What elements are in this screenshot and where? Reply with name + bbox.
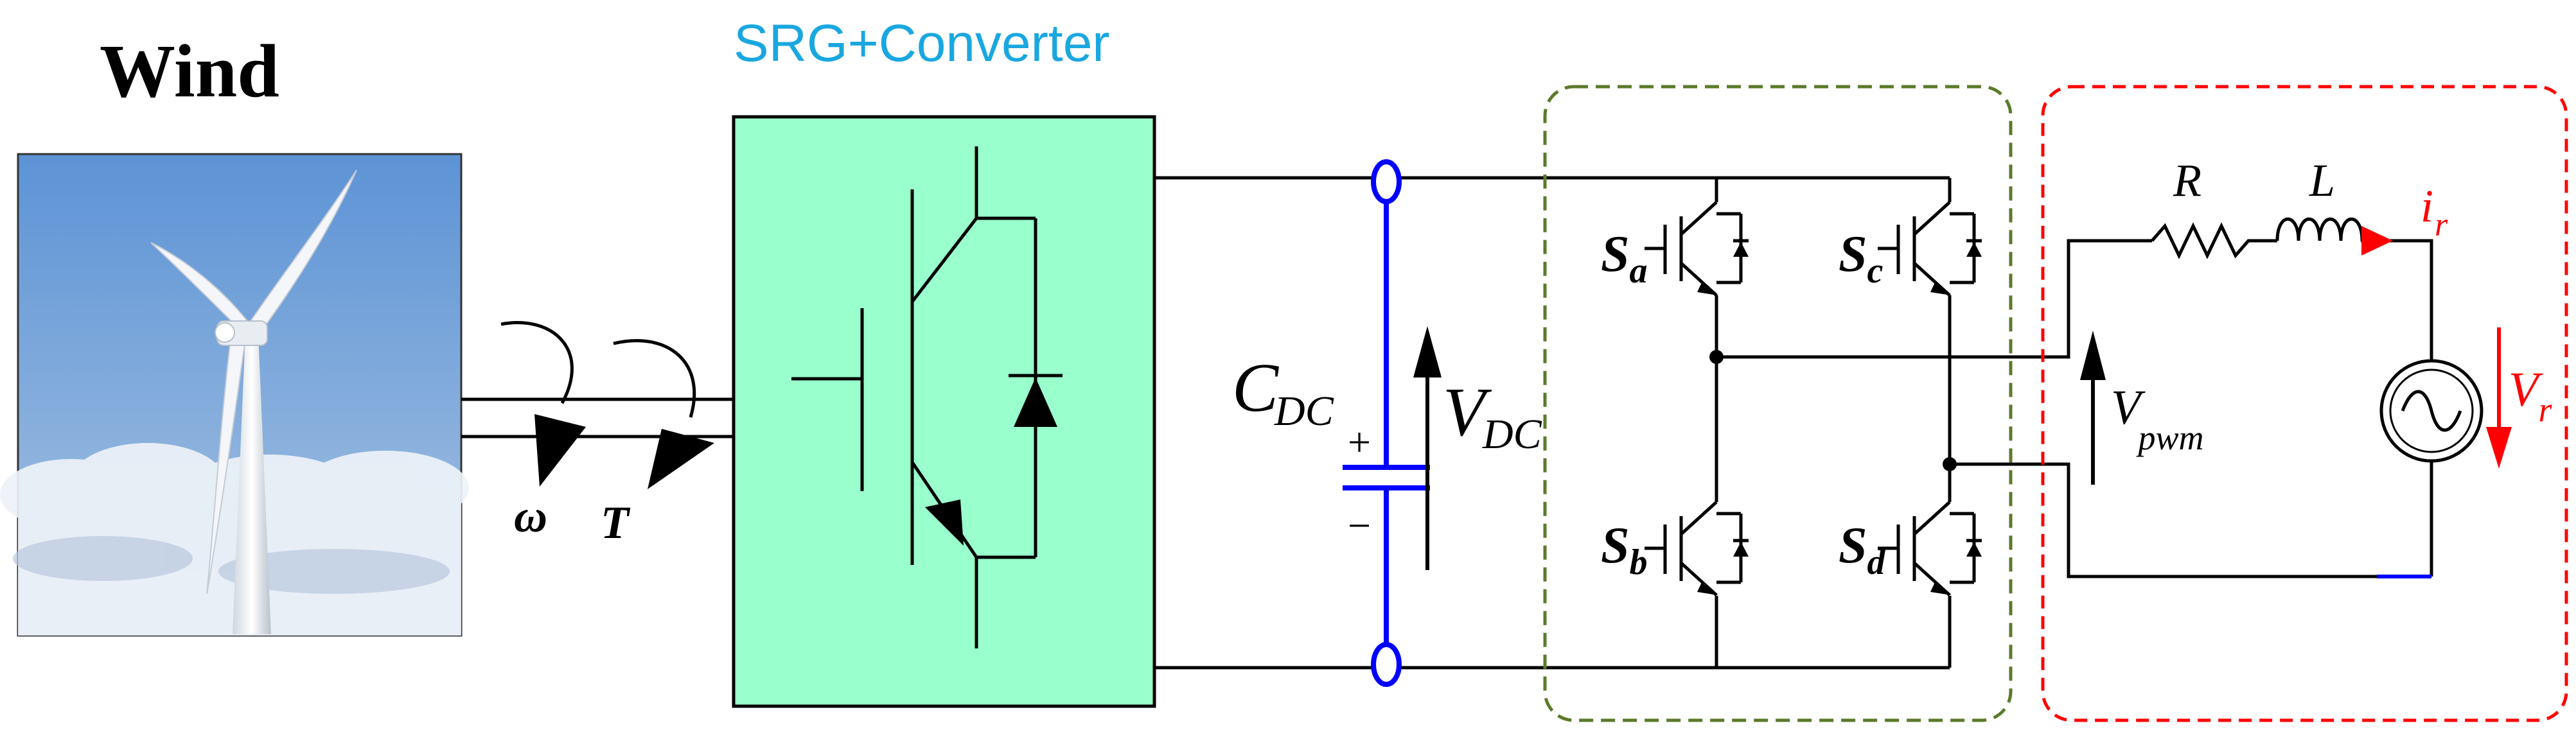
switch-label-sd: Sd — [1839, 517, 1886, 582]
vdc-arrow — [1413, 326, 1442, 570]
vr-label: Vr — [2509, 363, 2552, 429]
dc-terminal-top — [1371, 159, 1402, 204]
vdc-label: VDC — [1443, 374, 1542, 458]
converter-emitter-arrow — [925, 499, 964, 546]
wind-turbine-photo — [0, 153, 469, 637]
ir-current-arrow — [2361, 226, 2393, 256]
inverter-bridge-box — [1543, 85, 2013, 722]
switch-sa-symbol — [1645, 201, 1749, 297]
inductor-label: L — [2309, 155, 2335, 206]
clouds-shadow — [13, 536, 450, 594]
ir-label: ir — [2421, 180, 2448, 243]
output-wiring — [1716, 239, 2433, 578]
srg-converter-block — [732, 115, 1156, 708]
switch-sd-symbol — [1878, 501, 1982, 596]
resistor-symbol — [2151, 222, 2277, 259]
switch-label-sc: Sc — [1839, 226, 1883, 291]
turbine-blade-up — [243, 169, 357, 338]
torque-label: T — [601, 497, 631, 548]
capacitor-plus: + — [1348, 419, 1371, 465]
ac-source — [2379, 359, 2483, 463]
dc-link-capacitor — [1343, 159, 1430, 687]
converter-label: SRG+Converter — [734, 14, 1110, 73]
turbine-hub — [215, 322, 235, 343]
torque-rotation-arrow — [613, 339, 714, 489]
switch-label-sb: Sb — [1601, 517, 1648, 582]
switch-sb-symbol — [1645, 501, 1749, 596]
turbine-tower — [233, 334, 271, 634]
turbine-blade-left — [150, 242, 249, 330]
omega-rotation-arrow — [500, 321, 586, 487]
switch-sc-symbol — [1878, 201, 1982, 297]
vr-voltage-arrow — [2486, 327, 2512, 469]
resistor-label: R — [2173, 155, 2201, 206]
converter-diode — [1014, 377, 1057, 427]
dc-bus — [1154, 176, 1950, 670]
dc-terminal-bottom — [1371, 642, 1402, 687]
vpwm-arrow — [2080, 331, 2106, 485]
capacitor-label: CDC — [1232, 350, 1334, 435]
wind-title: Wind — [100, 29, 279, 113]
capacitor-minus: − — [1348, 503, 1371, 548]
omega-label: ω — [514, 490, 547, 542]
turbine-blade-down — [206, 333, 247, 594]
grid-side-box — [2041, 85, 2568, 722]
switch-label-sa: Sa — [1601, 226, 1648, 291]
inductor-symbol — [2275, 217, 2364, 241]
sine-wave-icon — [2401, 390, 2462, 432]
